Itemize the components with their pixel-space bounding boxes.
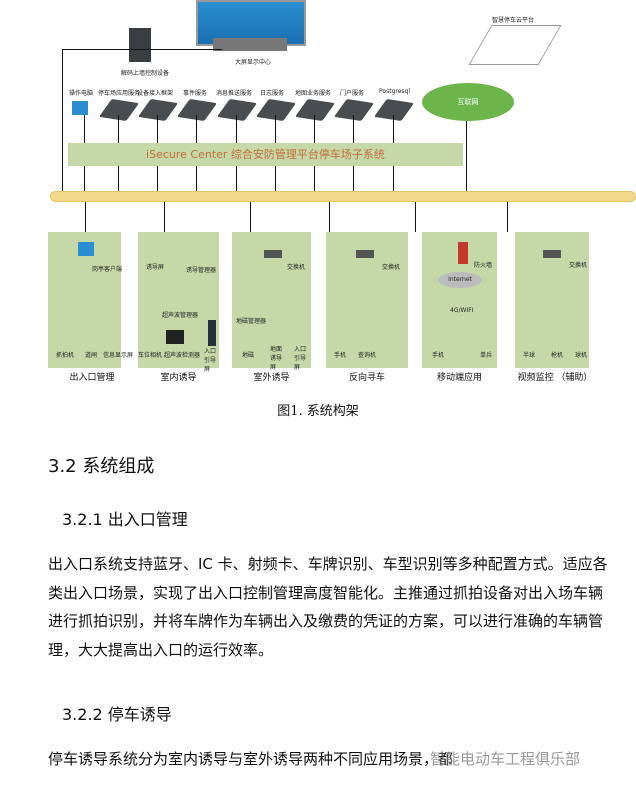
subsystem-title: 室内诱导 [160,373,197,383]
node-label: 地磁管理器 [236,318,267,325]
node-label: 信息显示屏 [103,352,134,359]
service-label: 操作电脑 [69,90,94,97]
workstation-icon [72,101,88,115]
decoder-label: 解码上墙控制设备 [121,70,170,77]
service-label: 停车场应用服务 [98,90,141,97]
switch-icon [264,250,282,258]
subsystem-title: 视频监控 （辅助） [517,373,593,383]
node-label: 枪机 [551,352,564,359]
switch-icon [543,250,561,258]
service-label: 门户服务 [340,90,365,97]
node-label: 入口引导屏 [294,346,307,371]
server-icon [137,98,179,122]
subsystem-title: 室外诱导 [253,373,290,383]
watermark: 智能电动车工程俱乐部 [430,750,581,768]
subsystem-title: 移动端应用 [436,373,482,383]
figure-caption: 图1. 系统构架 [277,404,359,419]
node-label: 查询机 [358,352,377,359]
detector-icon [166,330,184,344]
internet-cloud: 互联网 [422,83,514,121]
node-label: 诱导管理器 [186,267,217,274]
workstation-icon [78,242,94,256]
network-bus [50,191,636,202]
node-label: 抓拍机 [56,352,75,359]
node-label: 车位相机 [138,352,163,359]
subsection-heading-entrance: 3.2.1 出入口管理 [62,510,188,529]
decoder-server-icon [129,28,151,62]
server-icon [294,98,336,122]
platform-bar: iSecure Center 综合安防管理平台停车场子系统 [68,143,463,166]
subsystem-entrance: 岗亭客户端 抓拍机 道闸 信息显示屏 [48,232,133,368]
service-label: 设备接入框架 [137,90,174,97]
node-label: 道闸 [85,352,98,359]
subsection-heading-guidance: 3.2.2 停车诱导 [62,705,172,724]
node-label: 地磁 [242,352,255,359]
cloud-platform-label: 智慧停车云平台 [492,17,535,24]
server-icon [176,98,218,122]
service-label: Postgresql [379,88,410,95]
cloud-platform-icon [468,25,562,65]
server-icon [216,98,258,122]
node-label: 地面诱导屏 [270,346,283,371]
server-icon [373,98,415,122]
node-label: 手机 [432,352,445,359]
subsystem-indoor: 诱导屏 诱导管理器 超声波管理器 车位相机 超声波检测器 入口引导屏 [138,232,219,373]
node-label: 交换机 [569,262,588,269]
switch-icon [356,250,374,258]
internet-cloud: Internet [438,272,482,288]
node-label: 手机 [334,352,347,359]
node-label: 超声波管理器 [162,312,199,319]
system-architecture-diagram: 大屏显示中心 解码上墙控制设备 智慧停车云平台 互联网 操作电脑 停车场应用服务… [48,0,636,383]
firewall-icon [458,242,468,264]
node-label: 岗亭客户端 [92,266,123,273]
node-label: 4G/WIFI [450,307,474,314]
subsystem-outdoor: 交换机 地磁管理器 地磁 地面诱导屏 入口引导屏 [232,232,311,371]
server-icon [255,98,297,122]
section-heading: 3.2 系统组成 [48,456,155,477]
paragraph-entrance: 出入口系统支持蓝牙、IC 卡、射频卡、车牌识别、车型识别等多种配置方式。适应各类… [48,555,608,659]
video-wall-console [213,38,287,51]
service-label: 地图业务服务 [295,90,332,97]
subsystem-reverse-search: 交换机 手机 查询机 [326,232,408,368]
server-icon [98,98,140,122]
node-label: 球机 [575,352,588,359]
node-label: 交换机 [382,264,401,271]
node-label: 入口引导屏 [204,348,217,373]
node-label: 诱导屏 [146,264,165,271]
node-label: 半球 [523,352,536,359]
service-label: 日志服务 [260,90,285,97]
subsystem-mobile: 防火墙 Internet 4G/WIFI 手机 单兵 [422,232,497,368]
service-label: 事件服务 [183,90,208,97]
node-label: 超声波检测器 [164,352,201,359]
server-icon [333,98,375,122]
node-label: 单兵 [480,352,493,359]
node-label: 交换机 [287,264,306,271]
guide-screen-icon [208,320,216,346]
subsystem-video: 交换机 半球 枪机 球机 [515,232,589,368]
subsystem-title: 出入口管理 [69,373,115,383]
node-label: 防火墙 [474,262,493,269]
subsystem-title: 反向寻车 [348,373,385,383]
paragraph-guidance: 停车诱导系统分为室内诱导与室外诱导两种不同应用场景，都 [48,750,454,768]
video-wall-label: 大屏显示中心 [235,59,272,66]
service-label: 消息推送服务 [216,90,253,97]
